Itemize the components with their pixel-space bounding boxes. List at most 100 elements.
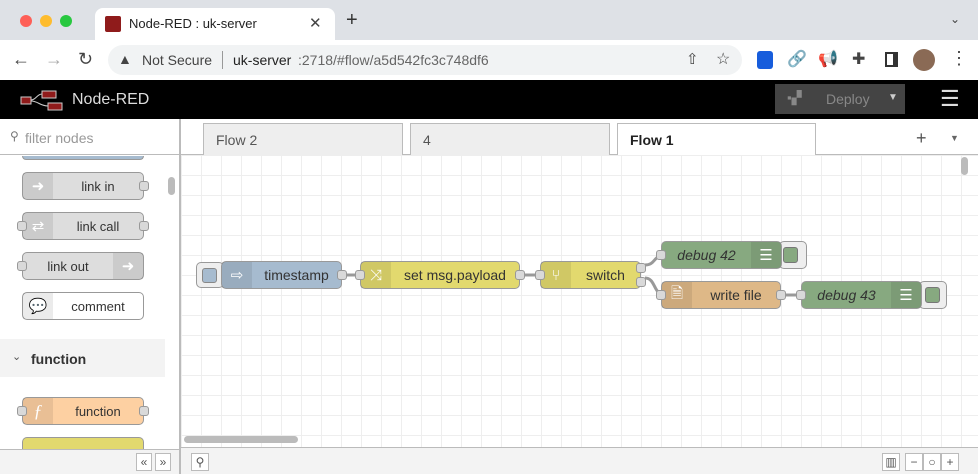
- debug-icon: ☰: [751, 242, 781, 268]
- zoom-reset-button[interactable]: ○: [923, 453, 941, 471]
- vertical-scrollbar[interactable]: [961, 157, 968, 175]
- app-title: Node-RED: [72, 91, 150, 108]
- new-tab-button[interactable]: +: [346, 9, 358, 31]
- output-port[interactable]: [139, 406, 149, 416]
- switch-icon: ⑂: [541, 262, 571, 288]
- chevron-down-icon: ⌄: [12, 351, 22, 363]
- share-icon[interactable]: ⇧: [686, 51, 699, 68]
- output-port-1[interactable]: [636, 263, 646, 273]
- tab-label: 4: [423, 132, 431, 148]
- output-port-2[interactable]: [636, 277, 646, 287]
- node-label: switch: [586, 267, 625, 283]
- category-label: function: [31, 351, 87, 367]
- tab-flow-2[interactable]: Flow 2: [203, 123, 403, 155]
- main-menu-button[interactable]: ☰: [940, 86, 960, 111]
- close-tab-icon[interactable]: ✕: [309, 15, 322, 32]
- expand-all-button[interactable]: »: [155, 453, 171, 471]
- flow-node-change[interactable]: ⤨set msg.payload: [355, 261, 525, 289]
- palette-scrollbar[interactable]: [168, 177, 175, 195]
- search-flows-button[interactable]: ⚲: [191, 453, 209, 471]
- debug-43-toggle[interactable]: [919, 281, 947, 309]
- input-port[interactable]: [796, 290, 806, 300]
- tab-flow-1[interactable]: Flow 1: [617, 123, 816, 157]
- node-label: link in: [81, 178, 115, 194]
- input-port[interactable]: [17, 221, 27, 231]
- node-label: link out: [47, 258, 89, 274]
- output-port[interactable]: [139, 221, 149, 231]
- output-port[interactable]: [139, 181, 149, 191]
- zoom-out-button[interactable]: −: [905, 453, 923, 471]
- add-flow-button[interactable]: +: [916, 128, 927, 148]
- side-panel-icon[interactable]: [885, 52, 898, 67]
- file-icon: 🗎: [662, 282, 692, 308]
- debug-42-toggle[interactable]: [779, 241, 807, 269]
- output-port[interactable]: [515, 270, 525, 280]
- palette-node-link-out[interactable]: link out➜: [17, 252, 144, 280]
- palette-node-comment[interactable]: 💬comment: [22, 292, 144, 320]
- input-port[interactable]: [656, 250, 666, 260]
- horizontal-scrollbar[interactable]: [184, 436, 298, 443]
- flow-node-timestamp[interactable]: ⇨ timestamp: [221, 261, 347, 289]
- collapse-all-button[interactable]: «: [136, 453, 152, 471]
- flow-node-debug-43[interactable]: debug 43☰: [796, 281, 922, 309]
- tab-4[interactable]: 4: [410, 123, 610, 155]
- tab-title: Node-RED : uk-server: [129, 16, 257, 31]
- navigator-map-button[interactable]: ▥: [882, 453, 900, 471]
- change-icon: ⤨: [361, 262, 391, 288]
- flow-node-write-file[interactable]: 🗎 write file: [656, 281, 786, 309]
- output-port[interactable]: [337, 270, 347, 280]
- palette-node-partial[interactable]: [22, 437, 144, 449]
- close-window-button[interactable]: [20, 15, 32, 27]
- input-port[interactable]: [535, 270, 545, 280]
- deploy-button[interactable]: ▪▞ Deploy ▼: [775, 84, 905, 114]
- address-bar[interactable]: ▲ Not Secure uk-server :2718/#flow/a5d54…: [108, 45, 742, 75]
- maximize-window-button[interactable]: [60, 15, 72, 27]
- reload-button[interactable]: ↻: [78, 49, 94, 69]
- zoom-in-button[interactable]: +: [941, 453, 959, 471]
- category-function-header[interactable]: ⌄ function: [0, 339, 165, 377]
- palette-filter[interactable]: ⚲ filter nodes: [0, 119, 179, 155]
- input-port[interactable]: [656, 290, 666, 300]
- flow-list-dropdown-icon[interactable]: ▼: [950, 133, 959, 143]
- input-port[interactable]: [355, 270, 365, 280]
- deploy-icon: ▪▞: [787, 90, 802, 105]
- node-red-logo-icon: [20, 90, 63, 111]
- output-port[interactable]: [776, 290, 786, 300]
- minimize-window-button[interactable]: [40, 15, 52, 27]
- divider: [222, 51, 223, 69]
- palette-node-link-in[interactable]: ➜link in: [22, 172, 149, 200]
- flow-node-debug-42[interactable]: debug 42☰: [656, 241, 782, 269]
- security-label[interactable]: Not Secure: [142, 52, 213, 68]
- workspace-footer: ⚲ ▥ − ○ +: [180, 447, 978, 474]
- profile-avatar[interactable]: [913, 49, 935, 71]
- node-label: debug 43: [817, 287, 876, 303]
- palette-node-link-call[interactable]: ⇄link call: [17, 212, 149, 240]
- forward-button[interactable]: →: [45, 49, 63, 69]
- browser-tab[interactable]: Node-RED : uk-server ✕: [95, 8, 335, 40]
- back-button[interactable]: ←: [12, 49, 30, 69]
- deploy-label: Deploy: [826, 91, 870, 107]
- puzzle-extensions-icon[interactable]: ✚: [852, 51, 866, 68]
- inject-icon: ⇨: [222, 262, 252, 288]
- filter-nodes-input[interactable]: filter nodes: [25, 130, 94, 146]
- tab-search-chevron-icon[interactable]: ⌄: [950, 12, 961, 26]
- node-label: timestamp: [264, 267, 329, 283]
- node-palette: ⚲ filter nodes ➜link in ⇄link call link …: [0, 119, 180, 474]
- flow-canvas[interactable]: ⇨ timestamp ⤨set msg.payload ⑂ switch debu…: [180, 155, 978, 447]
- browser-menu-icon[interactable]: ⋮: [950, 48, 968, 68]
- node-label: comment: [71, 298, 125, 314]
- link-extension-icon[interactable]: 🔗: [787, 51, 807, 68]
- url-host: uk-server: [233, 52, 292, 68]
- input-port[interactable]: [17, 406, 27, 416]
- input-port[interactable]: [17, 261, 27, 271]
- bitwarden-extension-icon[interactable]: [757, 51, 773, 69]
- deploy-dropdown-icon[interactable]: ▼: [888, 92, 898, 103]
- megaphone-extension-icon[interactable]: 📢: [818, 51, 838, 68]
- flow-node-switch[interactable]: ⑂ switch: [535, 261, 646, 289]
- node-label: write file: [710, 287, 762, 303]
- palette-node-partial[interactable]: [22, 156, 144, 160]
- inject-button[interactable]: [196, 262, 224, 288]
- function-icon: ƒ: [23, 398, 53, 424]
- bookmark-star-icon[interactable]: ☆: [716, 51, 731, 68]
